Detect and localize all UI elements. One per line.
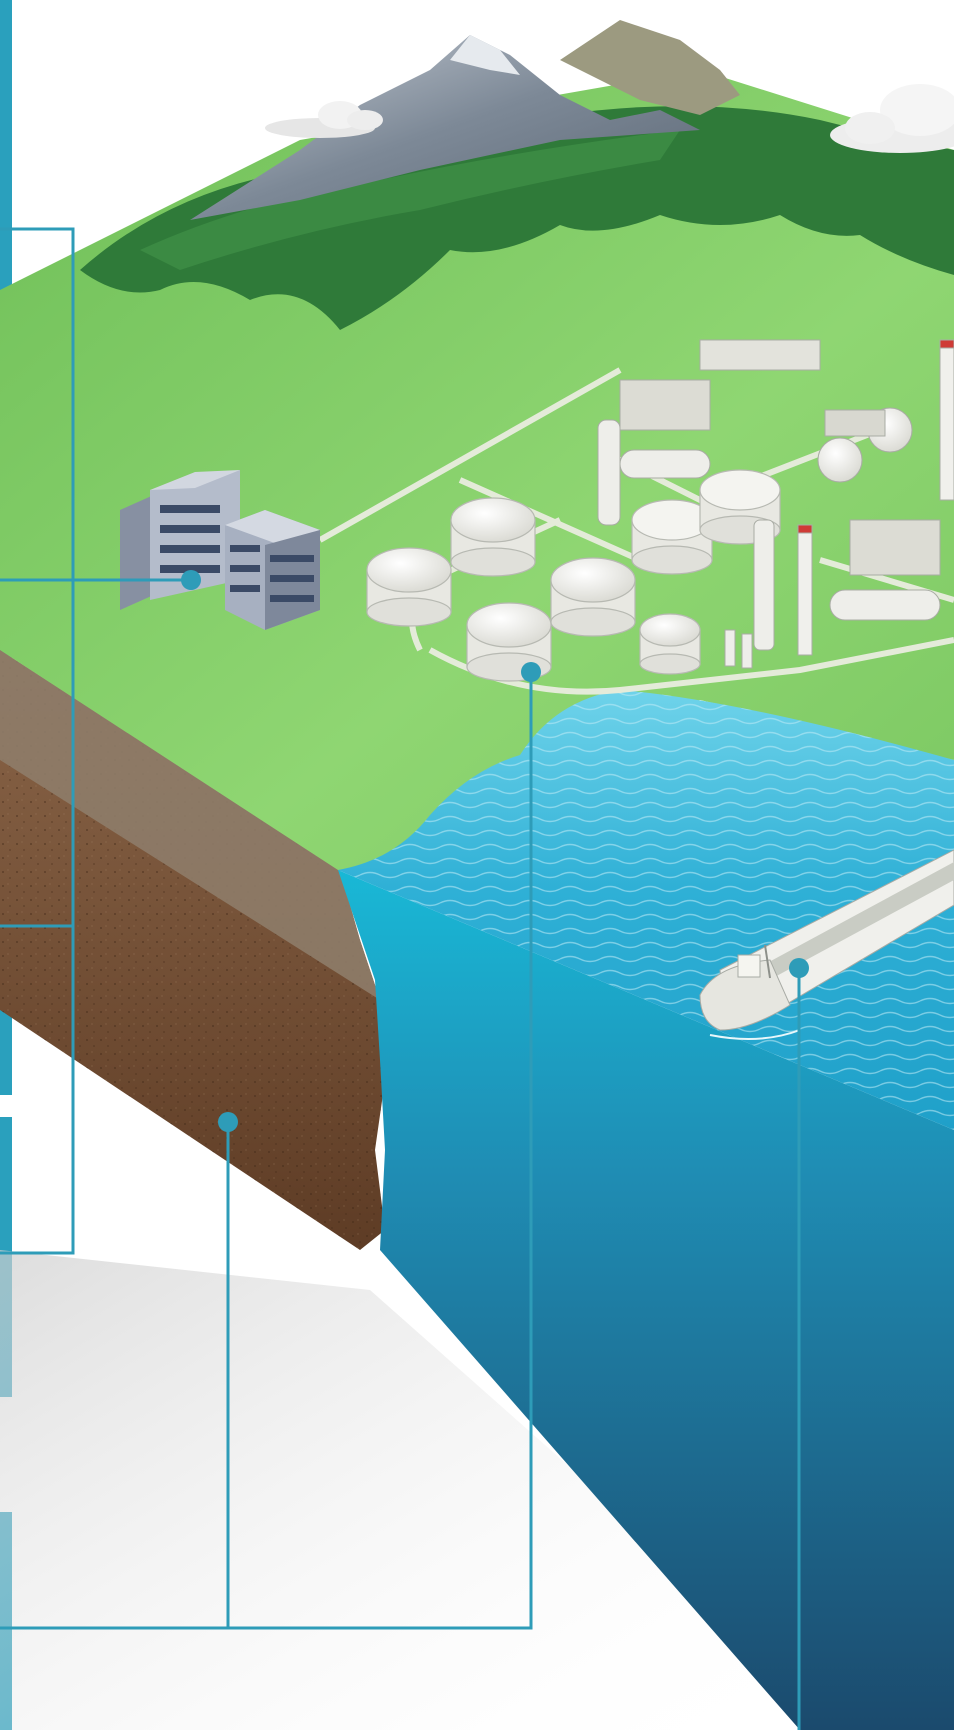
tanker-ship-icon <box>699 849 954 1040</box>
forest-area <box>80 106 954 330</box>
connector-lines <box>0 227 801 1730</box>
mountain-peak-right <box>560 20 740 115</box>
storage-tank-group <box>366 469 781 682</box>
tanker-ship-marker <box>789 958 809 978</box>
storage-tank-callout <box>0 672 533 1630</box>
storage-tank <box>466 602 552 682</box>
cloud-icon-right <box>830 84 954 153</box>
storage-tank-marker <box>521 662 541 682</box>
cloud-icon <box>265 101 383 138</box>
forest-highlight <box>140 130 680 270</box>
block-shadow <box>0 1250 820 1730</box>
mountain-icon <box>190 35 700 220</box>
distillation-column-icon <box>597 339 954 669</box>
callout-dots <box>181 570 809 1132</box>
topsoil-layer <box>0 650 380 1000</box>
storage-tank-icon <box>366 547 452 627</box>
office-building-marker <box>181 570 201 590</box>
mountain-snow <box>450 35 520 75</box>
soil-marker <box>218 1112 238 1132</box>
bracket-top <box>0 227 75 1255</box>
